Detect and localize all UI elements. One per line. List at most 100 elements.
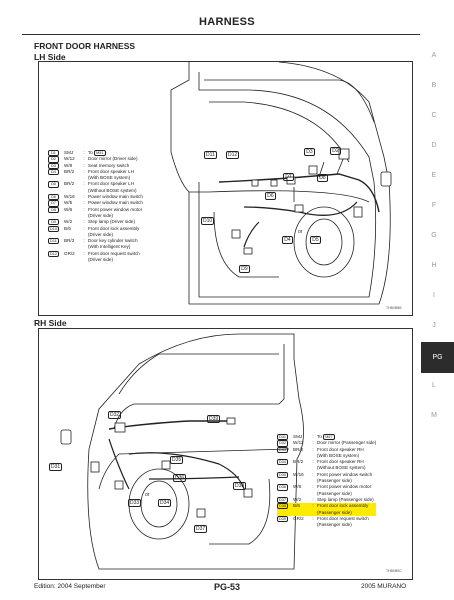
section-index-letter[interactable]: H	[431, 262, 437, 269]
label-or-rh: or	[145, 492, 150, 498]
target-connector-code: M51	[94, 150, 106, 157]
section-index-letter[interactable]: E	[431, 172, 437, 179]
connector-spec	[64, 257, 80, 263]
separator: :	[83, 206, 85, 212]
separator: :	[312, 440, 314, 446]
connector-code: D3	[48, 162, 59, 169]
connector-spec: W/6	[64, 206, 73, 212]
connector-spec: SMJ	[64, 150, 74, 155]
section-index-letter[interactable]: B	[431, 82, 437, 89]
section-index-letter[interactable]: A	[431, 52, 437, 59]
legend-row: (Passenger side)	[277, 491, 376, 497]
section-index-letter[interactable]: C	[431, 112, 437, 119]
separator: :	[312, 471, 314, 477]
separator: :	[312, 503, 314, 509]
connector-spec: BR/2	[293, 446, 304, 452]
connector-description: (With BOSE system)	[88, 175, 131, 181]
section-index-letter[interactable]: G	[431, 232, 437, 239]
connector-description: Front power window motor	[88, 206, 143, 212]
connector-description: Front door lock assembly	[317, 503, 369, 509]
rh-side-heading: RH Side	[34, 318, 67, 328]
section-index: A B C D E F G H I J L M	[427, 52, 441, 442]
separator: :	[83, 150, 85, 155]
section-index-letter[interactable]: F	[431, 202, 437, 209]
connector-spec: BR/3	[64, 238, 75, 244]
connector-description: To	[88, 150, 93, 155]
label-D11: D11	[204, 151, 217, 159]
legend-row: (Driver side)	[48, 232, 143, 238]
page-number: PG-53	[213, 582, 240, 592]
section-index-letter[interactable]: D	[431, 142, 437, 149]
connector-description: (Passenger side)	[317, 509, 352, 515]
label-D37: D37	[194, 525, 208, 533]
connector-description: Step lamp (Driver side)	[88, 219, 135, 225]
connector-description: Front door speaker LH	[88, 181, 134, 187]
connector-spec: W/2	[293, 496, 302, 502]
connector-description: (Passenger side)	[317, 478, 352, 484]
connector-code: D32	[277, 440, 288, 447]
connector-spec: BR/2	[293, 459, 304, 465]
connector-description: Front power window switch	[317, 471, 373, 477]
connector-code: D12	[48, 250, 59, 257]
connector-description: (Without BOSE system)	[88, 187, 137, 193]
section-index-letter[interactable]: M	[431, 412, 437, 419]
rh-door-drawing	[60, 333, 304, 570]
title-rule	[22, 34, 420, 35]
separator: :	[312, 434, 314, 439]
connector-description: Front power window motor	[317, 484, 372, 490]
lh-side-heading: LH Side	[34, 52, 66, 62]
connector-code: D11	[48, 238, 59, 245]
label-D9: D9	[239, 257, 250, 275]
separator: :	[83, 200, 85, 206]
section-index-letter[interactable]: L	[432, 382, 436, 389]
separator: :	[83, 219, 85, 225]
separator: :	[312, 446, 314, 452]
connector-description: (Without BOSE system)	[317, 465, 366, 471]
separator: :	[83, 181, 85, 187]
footer-model: 2005 MURANO	[361, 583, 407, 590]
rh-ref-number: THB0B9C	[386, 569, 402, 573]
connector-description: Front door speaker LH	[88, 168, 134, 174]
legend-row: (With BOSE system)	[48, 175, 143, 181]
connector-spec: W/12	[64, 156, 75, 162]
connector-code: D33	[277, 446, 288, 453]
connector-code: D39	[277, 515, 288, 523]
label-D8: D8	[317, 166, 328, 184]
legend-row: (Without BOSE system)	[48, 188, 143, 194]
connector-spec: GR/2	[64, 250, 75, 256]
connector-code: D4	[48, 168, 59, 176]
connector-spec: W/8	[64, 162, 73, 168]
connector-description: (With Intelligent Key)	[88, 244, 131, 250]
label-D4: D4	[282, 228, 293, 246]
connector-code: D10	[48, 225, 59, 232]
connector-description: Door mirror (Driver side)	[88, 156, 138, 162]
label-D31: D31	[49, 463, 63, 471]
section-index-letter[interactable]: J	[432, 322, 436, 329]
connector-spec: W/16	[64, 194, 75, 200]
separator	[309, 522, 317, 528]
separator	[80, 257, 88, 263]
label-D32: D32	[108, 411, 122, 419]
label-D12: D12	[226, 151, 240, 159]
separator: :	[83, 225, 85, 231]
connector-code: D7	[48, 200, 59, 207]
connector-code: D36	[277, 484, 288, 491]
connector-spec: W/2	[64, 219, 73, 225]
separator: :	[312, 515, 314, 521]
target-connector-code: M67	[323, 434, 335, 441]
connector-spec: W/5	[64, 200, 73, 206]
pg-section-tab[interactable]: PG	[421, 342, 454, 373]
connector-description: Front door speaker RH	[317, 459, 364, 465]
section-index-letter[interactable]: I	[433, 292, 435, 299]
connector-code: D2	[48, 156, 59, 163]
